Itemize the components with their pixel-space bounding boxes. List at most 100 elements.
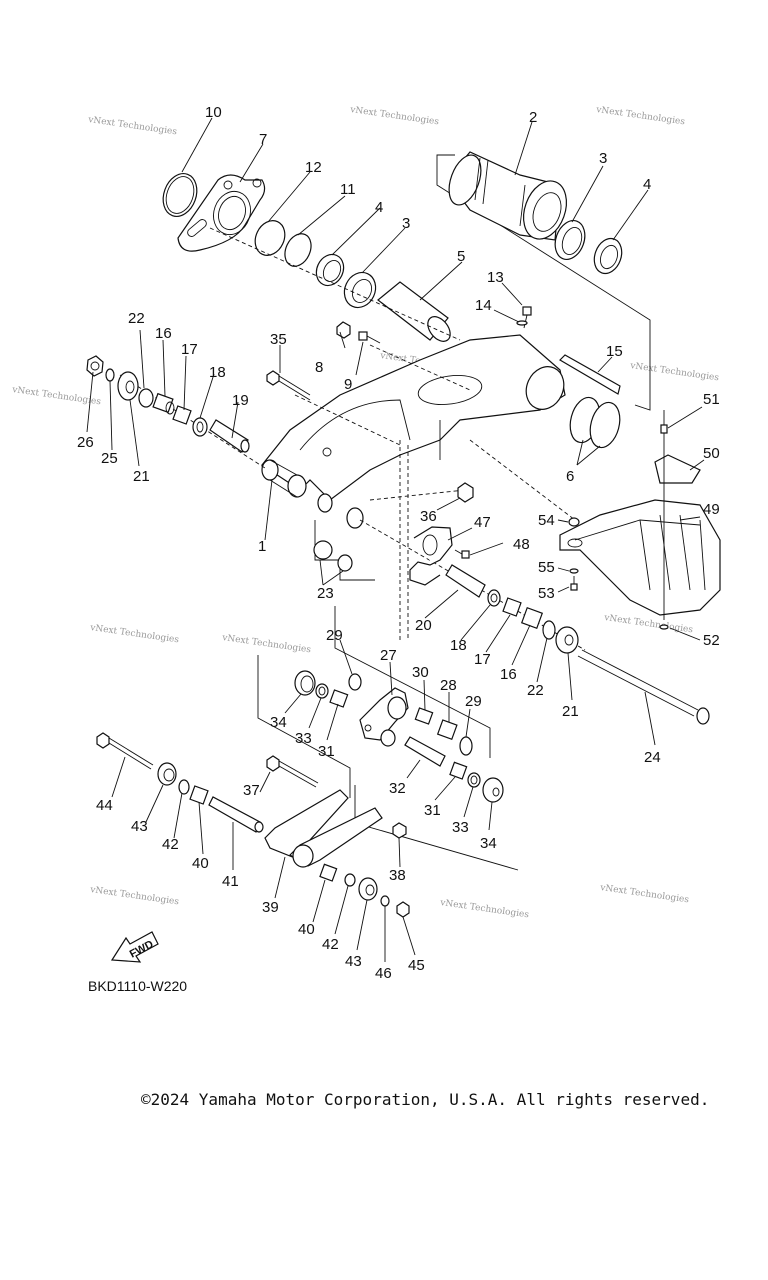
exploded-parts-diagram: vNext Technologies vNext Technologies vN… <box>11 104 721 982</box>
part-45-nut <box>396 901 410 918</box>
watermark: vNext Technologies <box>221 633 312 656</box>
callout-47: 47 <box>474 514 491 531</box>
part-18-bearing-right <box>487 589 501 607</box>
part-28-bearing <box>436 719 458 741</box>
part-23-cap-b <box>337 554 353 572</box>
callout-1: 1 <box>258 538 266 555</box>
part-26-nut <box>86 355 104 377</box>
callout-22: 22 <box>128 310 145 327</box>
watermark: vNext Technologies <box>629 361 720 384</box>
callout-9: 9 <box>344 376 352 393</box>
callout-4-right: 4 <box>643 176 651 193</box>
part-24-pivot-bolt <box>577 649 710 725</box>
callout-4: 4 <box>375 199 383 216</box>
callout-8: 8 <box>315 359 323 376</box>
callout-6: 6 <box>566 468 574 485</box>
callout-48: 48 <box>513 536 530 553</box>
part-43-collar-right <box>358 877 378 901</box>
swingarm-body <box>261 334 566 640</box>
figure-code: BKD1110-W220 <box>88 978 188 994</box>
callout-46: 46 <box>375 965 392 982</box>
part-19-pivot-shaft <box>209 419 250 453</box>
callout-18: 18 <box>209 364 226 381</box>
part-49-chain-guard <box>559 499 721 616</box>
callout-25: 25 <box>101 450 118 467</box>
callout-36: 36 <box>420 508 437 525</box>
callout-50: 50 <box>703 445 720 462</box>
callout-11: 11 <box>340 181 356 198</box>
part-30-collar <box>414 707 434 725</box>
part-47-chain-support <box>409 526 453 586</box>
callout-labels: 10 7 12 11 4 3 2 3 4 5 13 14 15 6 8 9 35… <box>77 104 720 982</box>
callout-21-right: 21 <box>562 703 579 720</box>
callout-26: 26 <box>77 434 94 451</box>
callout-17: 17 <box>181 341 198 358</box>
callout-24: 24 <box>644 749 661 766</box>
callout-29-right: 29 <box>465 693 482 710</box>
part-34-collar-right <box>482 777 504 803</box>
callout-38: 38 <box>389 867 406 884</box>
part-3-bearing-right <box>554 220 586 260</box>
watermark: vNext Technologies <box>89 885 180 908</box>
callout-34: 34 <box>270 714 287 731</box>
callout-49: 49 <box>703 501 720 518</box>
callout-55: 55 <box>538 559 555 576</box>
part-32-shaft <box>404 736 446 767</box>
watermark: vNext Technologies <box>599 883 690 906</box>
part-40-bearing-right <box>319 863 338 882</box>
part-29-seal-upper <box>348 673 362 691</box>
callout-42-right: 42 <box>322 936 339 953</box>
part-18-bearing-left <box>192 417 208 437</box>
callout-16: 16 <box>155 325 172 342</box>
callout-37: 37 <box>243 782 260 799</box>
watermark: vNext Technologies <box>439 898 530 921</box>
watermark: vNext Technologies <box>349 105 440 128</box>
callout-43: 43 <box>131 818 148 835</box>
callout-5: 5 <box>457 248 465 265</box>
watermark: vNext Technologies <box>89 623 180 646</box>
part-22-thrust-washer-left <box>138 388 154 408</box>
part-41-shaft <box>208 796 264 833</box>
part-7-bracket <box>177 174 266 252</box>
callout-39: 39 <box>262 899 279 916</box>
part-39-connecting-rod <box>264 789 383 868</box>
part-36-nut <box>457 482 474 503</box>
callout-28: 28 <box>440 677 457 694</box>
part-21-collar-right <box>555 626 579 654</box>
part-34-collar-left <box>294 670 316 696</box>
callout-31: 31 <box>318 743 335 760</box>
part-23-cap-a <box>313 540 333 560</box>
part-35-bolt <box>266 370 311 401</box>
copyright-notice: ©2024 Yamaha Motor Corporation, U.S.A. A… <box>141 1090 710 1109</box>
part-8-nut <box>336 321 351 339</box>
part-20-pivot-shaft <box>445 564 486 598</box>
watermark: vNext Technologies <box>87 115 178 138</box>
callout-2: 2 <box>529 109 537 126</box>
part-29-seal-right <box>459 736 473 756</box>
part-3-bearing-left <box>343 271 377 309</box>
part-31-bearing-left <box>329 689 349 708</box>
callout-3-right: 3 <box>599 150 607 167</box>
part-53-bolt <box>570 576 578 591</box>
part-10-circlip <box>162 173 198 217</box>
part-33-seal-left <box>315 683 329 699</box>
callout-18-right: 18 <box>450 637 467 654</box>
part-4-oil-seal-right <box>593 237 623 275</box>
part-50-guard-bracket <box>654 454 701 484</box>
leader-lines <box>86 117 705 962</box>
part-42-seal-right <box>344 873 356 887</box>
callout-53: 53 <box>538 585 555 602</box>
callout-34-right: 34 <box>480 835 497 852</box>
forward-direction-arrow: FWD <box>110 931 159 963</box>
callout-16-right: 16 <box>500 666 517 683</box>
callout-14: 14 <box>475 297 492 314</box>
part-31-bearing-right <box>449 761 468 780</box>
part-17-collar-left <box>172 405 192 425</box>
part-55-washer <box>569 568 579 574</box>
callout-51: 51 <box>703 391 720 408</box>
part-42-seal-left <box>178 779 190 795</box>
callout-40: 40 <box>192 855 209 872</box>
part-46-washer <box>380 895 390 907</box>
callout-52: 52 <box>703 632 720 649</box>
callout-54: 54 <box>538 512 555 529</box>
